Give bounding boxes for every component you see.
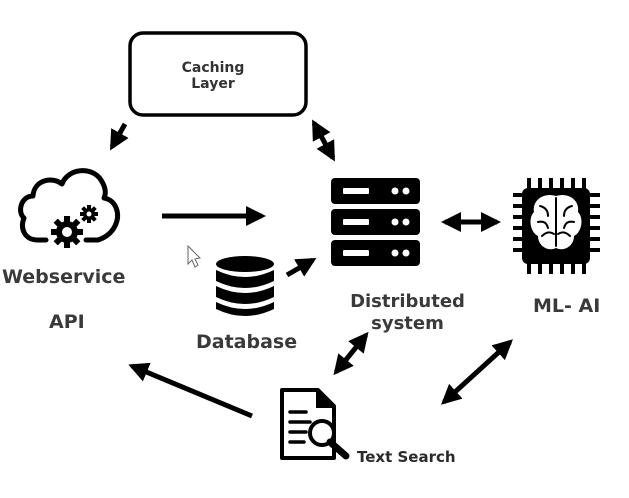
distributed-system-label: Distributed system: [330, 291, 485, 335]
caching-layer-label: Caching Layer: [133, 60, 293, 92]
text-search-label: Text Search: [357, 448, 456, 466]
brain-chip-icon: [513, 178, 600, 274]
arrow-distributed-textsearch: [333, 331, 369, 376]
arrow-database-to-distributed: [285, 257, 317, 278]
database-icon: [216, 256, 274, 316]
caching-layer-label-text: Caching Layer: [181, 60, 245, 92]
mouse-pointer-icon: [187, 244, 202, 268]
distributed-system-label-text: Distributed system: [350, 291, 465, 334]
api-label: API: [49, 311, 85, 333]
arrow-textsearch-to-api: [128, 362, 253, 419]
ml-ai-label: ML- AI: [533, 295, 601, 317]
server-rack-icon: [331, 178, 420, 266]
arrow-cache-to-webservice: [109, 122, 129, 151]
database-label: Database: [196, 331, 298, 353]
arrow-ml-textsearch: [441, 339, 513, 405]
arrow-cache-distributed: [311, 119, 336, 162]
connections: [109, 119, 513, 419]
cloud-gears-icon: [18, 168, 120, 248]
caching-layer-box: [128, 31, 308, 117]
document-search-icon: [280, 388, 350, 460]
webservice-label: Webservice: [2, 266, 126, 288]
